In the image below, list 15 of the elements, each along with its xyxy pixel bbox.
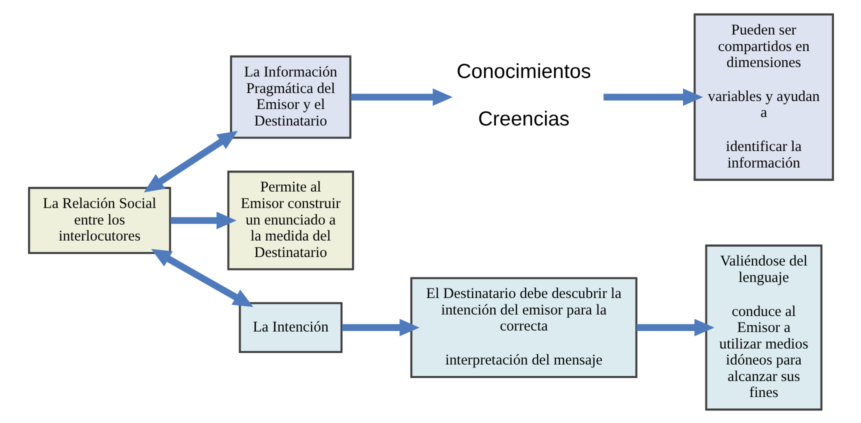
arrow [603, 88, 702, 106]
node-text: Conocimientos Creencias [456, 60, 591, 130]
node-box: El Destinatario debe descubrir la intención del emisor para la correcta interpretación del mensaje [410, 276, 637, 378]
arrow [150, 248, 253, 307]
arrow [636, 318, 714, 336]
node-box: La Relación Social entre los interlocutores [28, 186, 171, 254]
node-box: La Intención [238, 302, 342, 352]
node-box: Permite al Emisor construir un enunciado a la medida del Destinatario [226, 170, 354, 270]
arrow [143, 130, 238, 192]
node-box: Valiéndose del lenguaje conduce al Emisor a utilizar medios idóneos para alcanzar sus fines [704, 244, 822, 410]
node-box: La Información Pragmática del Emisor y el Destinatario [230, 54, 351, 138]
arrow [170, 211, 236, 229]
node-box: Pueden ser compartidos en dimensiones variables y ayudan a identificar la información [693, 12, 834, 180]
arrow [350, 88, 452, 106]
arrow [342, 318, 420, 336]
